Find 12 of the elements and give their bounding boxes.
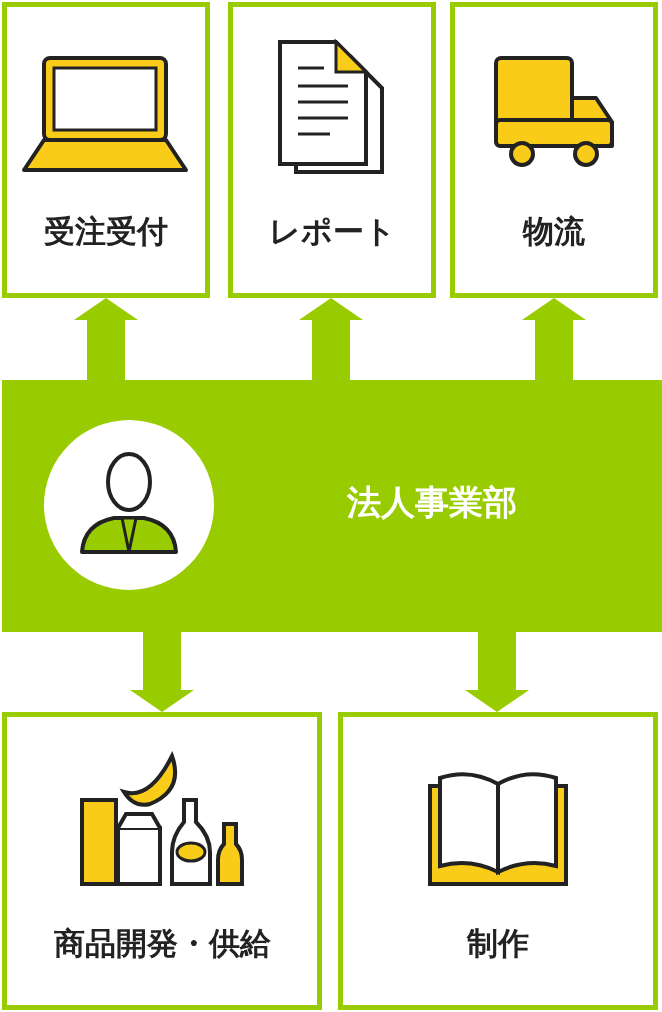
division-band bbox=[2, 380, 662, 632]
arrow bbox=[299, 298, 363, 380]
arrow bbox=[522, 298, 586, 380]
arrow bbox=[74, 298, 138, 380]
box-label: 制作 bbox=[465, 924, 530, 963]
arrow bbox=[130, 632, 194, 712]
box-label: 物流 bbox=[521, 212, 586, 251]
box-label: 受注受付 bbox=[43, 212, 169, 251]
division-title: 法人事業部 bbox=[346, 481, 518, 524]
box-label: 商品開発・供給 bbox=[52, 924, 272, 963]
arrow bbox=[465, 632, 529, 712]
box-label: レポート bbox=[267, 212, 397, 251]
